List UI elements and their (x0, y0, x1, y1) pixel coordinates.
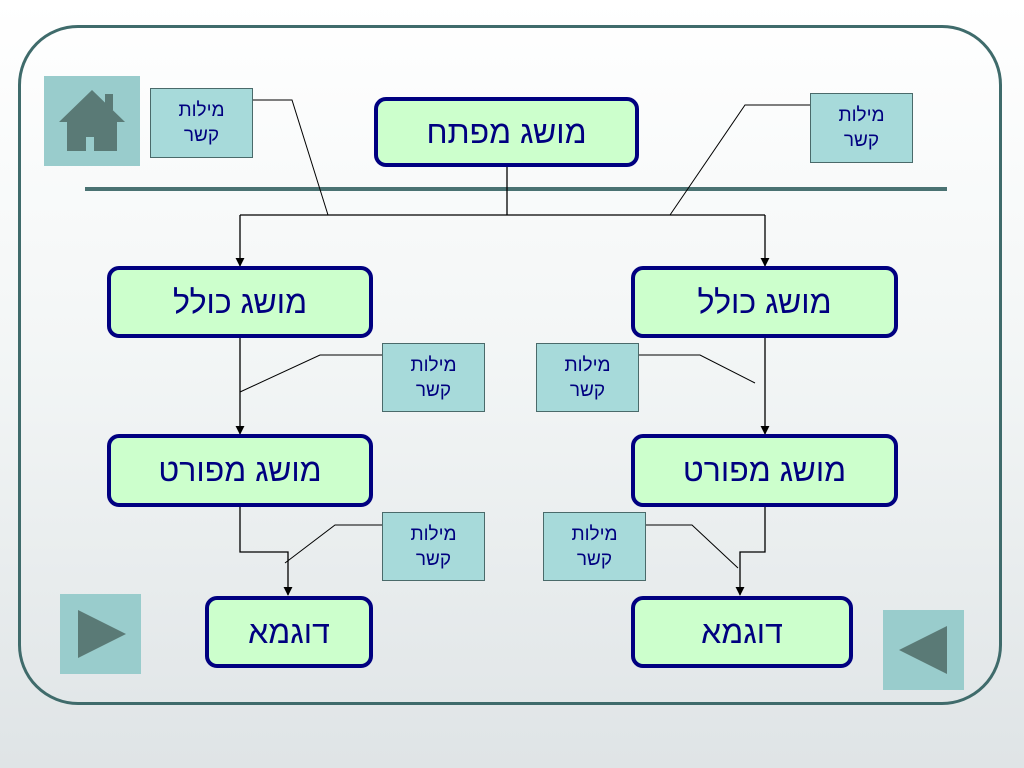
link-words-box: מילות קשר (382, 343, 485, 412)
link-word-line2: קשר (576, 548, 613, 570)
home-button[interactable] (44, 76, 140, 166)
link-words-box: מילות קשר (810, 93, 913, 163)
link-word-line1: מילות (571, 523, 618, 545)
link-word-line2: קשר (569, 379, 606, 401)
link-word-line1: מילות (564, 354, 611, 376)
link-word-line1: מילות (178, 100, 225, 121)
play-left-icon (898, 626, 947, 674)
link-words-box: מילות קשר (150, 88, 253, 158)
link-word-line2: קשר (415, 379, 452, 401)
example-right-node: דוגמא (631, 596, 853, 668)
link-words-box: מילות קשר (543, 512, 646, 581)
header-divider (85, 187, 947, 191)
link-word-line1: מילות (838, 105, 885, 126)
link-word-line1: מילות (410, 354, 457, 376)
link-words-box: מילות קשר (382, 512, 485, 581)
detailed-concept-right-node: מושג מפורט (631, 434, 898, 507)
back-button[interactable] (883, 610, 964, 690)
link-word-line2: קשר (415, 548, 452, 570)
link-word-line1: מילות (410, 523, 457, 545)
general-concept-left-node: מושג כולל (107, 266, 373, 338)
forward-button[interactable] (60, 594, 141, 674)
house-icon (59, 90, 125, 151)
key-concept-node: מושג מפתח (374, 97, 639, 167)
example-left-node: דוגמא (205, 596, 373, 668)
general-concept-right-node: מושג כולל (631, 266, 898, 338)
link-word-line2: קשר (183, 125, 220, 146)
link-words-box: מילות קשר (536, 343, 639, 412)
link-word-line2: קשר (843, 130, 880, 151)
detailed-concept-left-node: מושג מפורט (107, 434, 373, 507)
slide-frame (18, 25, 1002, 705)
play-right-icon (77, 610, 126, 658)
